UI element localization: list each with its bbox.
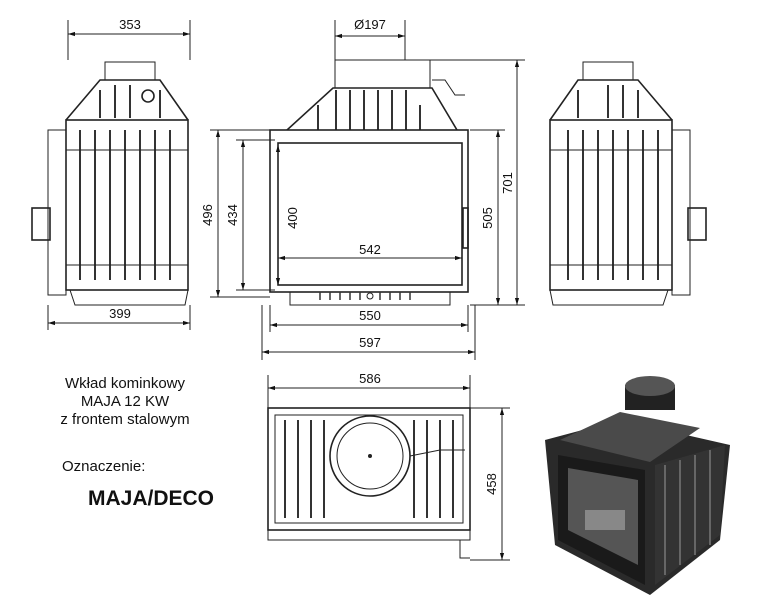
dim-550: 550 xyxy=(359,308,381,323)
dim-399: 399 xyxy=(109,306,131,321)
side-view-left xyxy=(31,61,189,306)
dim-400: 400 xyxy=(285,207,300,229)
dim-542: 542 xyxy=(359,242,381,257)
title-line-1: Wkład kominkowy xyxy=(64,375,186,392)
title-line-2: MAJA 12 KW xyxy=(80,393,170,410)
dim-505: 505 xyxy=(480,207,495,229)
front-view xyxy=(269,59,469,306)
dim-496: 496 xyxy=(200,204,215,226)
dimension-lines-top xyxy=(267,375,510,561)
dim-353: 353 xyxy=(119,17,141,32)
side-view-right xyxy=(549,61,707,306)
top-view xyxy=(267,407,471,559)
dim-597: 597 xyxy=(359,335,381,350)
dimension-lines-front xyxy=(210,20,525,360)
dim-586: 586 xyxy=(359,371,381,386)
dim-701: 701 xyxy=(500,172,515,194)
dim-flue-diameter: Ø197 xyxy=(354,17,386,32)
dimension-lines-left xyxy=(47,20,191,330)
designation-label: Oznaczenie: xyxy=(62,458,146,475)
dim-434: 434 xyxy=(225,204,240,226)
fireplace-3d-render xyxy=(545,376,730,595)
product-title: Wkład kominkowy MAJA 12 KW z frontem sta… xyxy=(40,375,210,429)
designation-value: MAJA/DECO xyxy=(88,487,215,510)
title-line-3: z frontem stalowym xyxy=(60,411,190,428)
dim-458: 458 xyxy=(484,473,499,495)
